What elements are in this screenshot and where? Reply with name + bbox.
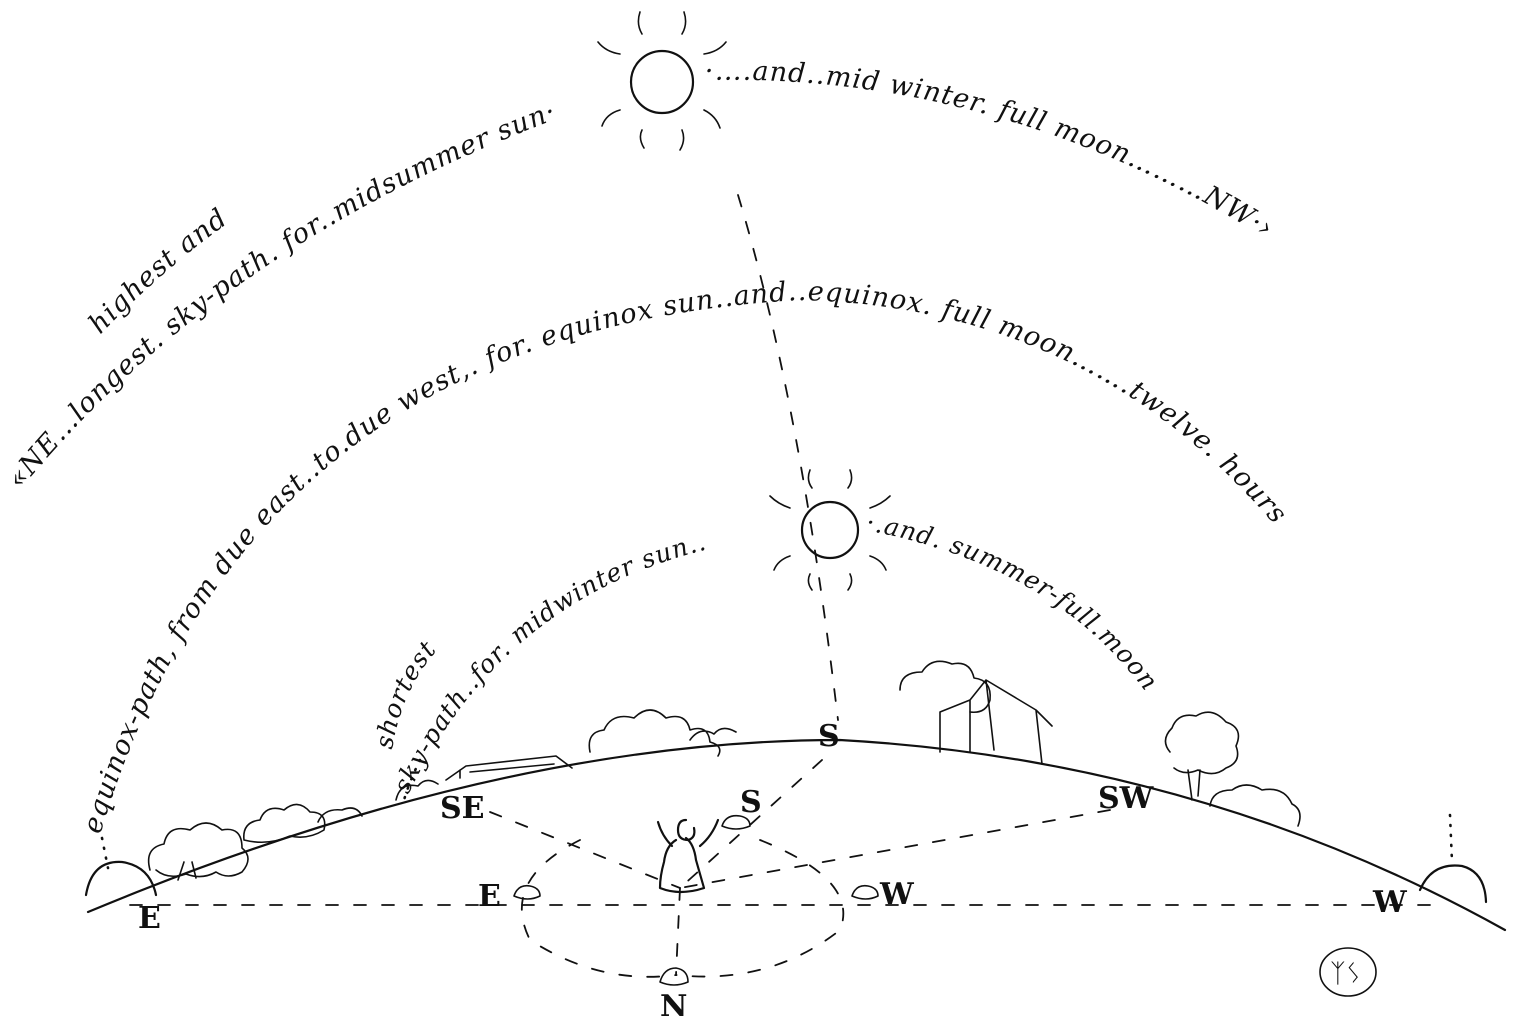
ground-sight-lines xyxy=(130,760,1430,977)
equinox-arc-end-right xyxy=(1450,815,1452,862)
horizon-east-label: E xyxy=(138,901,161,936)
tree-icon xyxy=(1165,712,1300,826)
label-midwinter-full-moon: ·….and..mid winter. full moon………NW·› xyxy=(705,56,1279,245)
horizon-southwest-label: SW xyxy=(1098,781,1155,816)
horizon-curve xyxy=(88,740,1505,930)
label-summer-full-moon: ·.and. summer-full.moon xyxy=(864,507,1164,696)
midsummer-arc: highest and «NE…longest. sky-path. for..… xyxy=(1,56,1279,495)
rising-sun-icon xyxy=(86,862,156,895)
ground-east-label: E xyxy=(478,879,501,914)
barn-icon xyxy=(900,661,1052,764)
setting-sun-icon xyxy=(1420,866,1486,903)
ground-north-label: N xyxy=(660,989,687,1021)
label-midsummer-path: «NE…longest. sky-path. for..midsummer su… xyxy=(1,96,560,495)
ground-west-label: W xyxy=(879,877,915,912)
signature-text: ᛉᛊ xyxy=(1330,959,1361,989)
tree-icon xyxy=(149,780,438,880)
horizon-west-label: W xyxy=(1372,885,1408,920)
meridian-line xyxy=(738,195,838,720)
signature-mark: ᛉᛊ xyxy=(1320,948,1376,996)
tree-icon xyxy=(589,710,736,756)
horizon-south-label: S xyxy=(818,719,840,754)
ground-south-label: S xyxy=(740,785,762,820)
horizon-southeast-label: SE xyxy=(440,791,485,826)
midwinter-arc: shortest sky-path..for. midwinter sun.. … xyxy=(369,507,1164,797)
